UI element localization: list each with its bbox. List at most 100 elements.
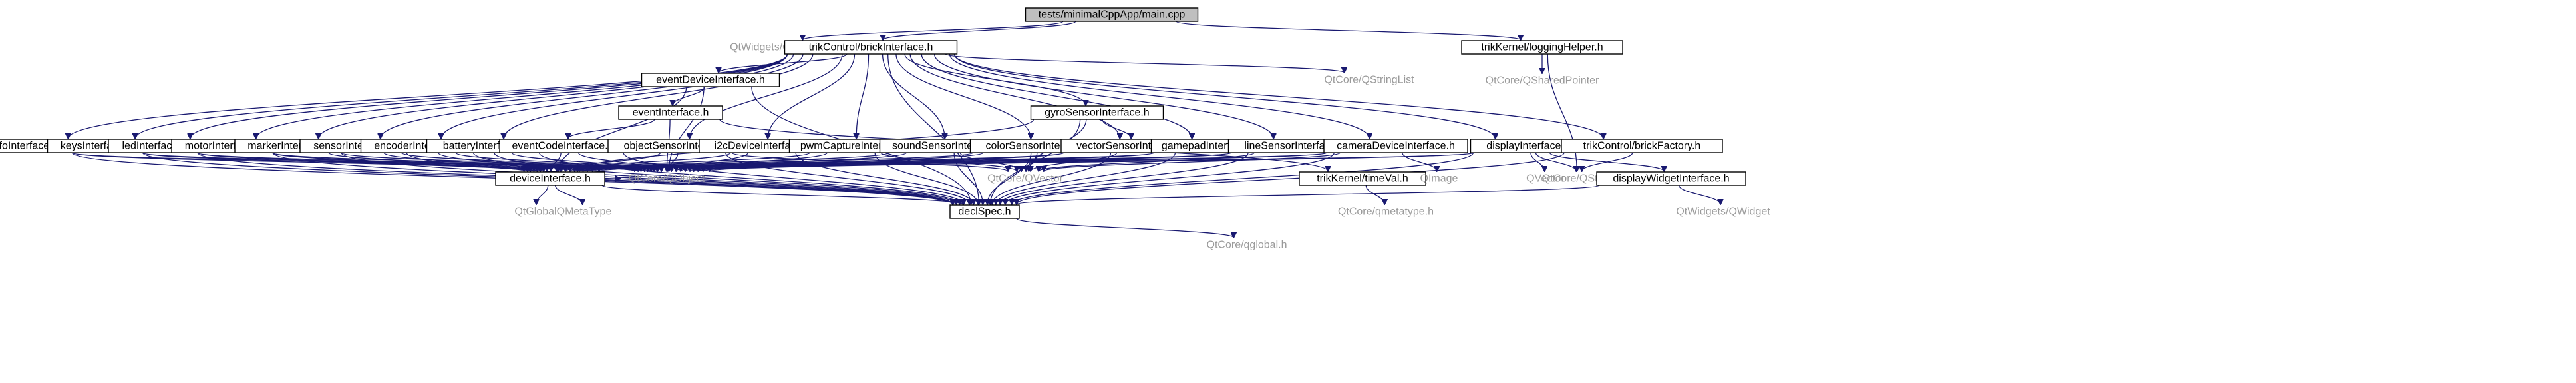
edge-display-to-declspec — [1012, 152, 1474, 204]
edge-brick-to-encoder — [441, 53, 804, 139]
edge-brick-to-declspec — [887, 53, 979, 204]
node-display[interactable]: displayInterface.h — [1470, 139, 1587, 153]
node-box-main — [1025, 7, 1199, 22]
node-label-qwidget: QtWidgets/QWidget — [1676, 206, 1770, 218]
node-box-timeval — [1299, 171, 1426, 186]
edge-battery-to-declspec — [538, 152, 960, 204]
node-box-gyro — [1030, 105, 1164, 120]
node-label-line: lineSensorInterface.h — [1244, 141, 1345, 152]
edge-camera-to-qvector — [1044, 152, 1341, 171]
edge-brick-to-battery — [504, 53, 814, 139]
node-qobject[interactable]: QtCore/QObject — [621, 172, 713, 185]
edge-main-to-qapp — [802, 21, 1064, 40]
edge-timeval-to-qcoremetatype — [1365, 185, 1384, 204]
edge-battery-to-qobject — [511, 152, 657, 171]
edge-vector-to-deviceif — [579, 152, 1064, 171]
node-label-qvector: QtCore/QVector — [987, 173, 1063, 185]
edge-displaywidget-to-declspec — [1017, 185, 1600, 204]
edge-brick-to-vector — [909, 53, 1120, 139]
edge-loghelper-to-qstring — [1547, 53, 1577, 171]
node-label-gyro: gyroSensorInterface.h — [1045, 107, 1149, 119]
node-box-declspec — [949, 204, 1020, 219]
node-label-timeval: trikKernel/timeVal.h — [1317, 173, 1408, 185]
node-label-eventcode: eventCodeInterface.h — [512, 141, 614, 152]
edge-main-to-loghelper — [1176, 21, 1521, 40]
edge-brick-to-display — [953, 53, 1496, 139]
node-main[interactable]: tests/minimalCppApp/main.cpp — [1025, 7, 1199, 22]
node-qsharedptr[interactable]: QtCore/QSharedPointer — [1476, 74, 1609, 87]
edge-brick-to-qstringlist — [945, 53, 1344, 73]
edge-encoder-to-declspec — [472, 152, 957, 204]
edge-led-to-deviceif — [197, 152, 530, 171]
node-label-fifo: fifoInterface.h — [0, 141, 58, 152]
edge-marker-to-deviceif — [328, 152, 538, 171]
edge-display-to-qobject — [710, 152, 1474, 171]
node-brick[interactable]: trikControl/brickInterface.h — [784, 40, 958, 55]
edge-sensor-to-deviceif — [383, 152, 540, 171]
node-qimage[interactable]: QImage — [1416, 172, 1462, 185]
edge-brickfactory-to-declspec — [1017, 152, 1565, 204]
node-box-brickfactory — [1561, 139, 1723, 153]
node-label-qvector2: QVector — [1526, 173, 1565, 185]
node-box-camera — [1323, 139, 1468, 153]
edge-declspec-to-qglobalh — [1016, 218, 1233, 238]
edge-brick-to-sensor — [381, 53, 794, 139]
edge-brick-to-objsensor — [689, 53, 843, 139]
node-qtglobal[interactable]: QtGlobal — [507, 205, 565, 218]
node-displaywidget[interactable]: displayWidgetInterface.h — [1596, 171, 1746, 186]
node-deviceif[interactable]: deviceInterface.h — [495, 171, 605, 186]
node-label-qmetatype: QMetaType — [557, 206, 612, 218]
node-box-displaywidget — [1596, 171, 1746, 186]
edge-brick-to-sound — [882, 53, 945, 139]
edge-camera-to-declspec — [1005, 152, 1335, 204]
node-label-brick: trikControl/brickInterface.h — [809, 42, 933, 53]
node-label-qobject: QtCore/QObject — [629, 173, 705, 185]
edge-brick-to-camera — [949, 53, 1369, 139]
edge-marker-to-declspec — [341, 152, 953, 204]
edge-brick-to-i2c — [768, 53, 856, 139]
node-box-deviceif — [495, 171, 605, 186]
node-gyro[interactable]: gyroSensorInterface.h — [1030, 105, 1164, 120]
node-label-i2c: i2cDeviceInterface.h — [715, 141, 811, 152]
node-label-event: eventInterface.h — [633, 107, 709, 119]
node-label-qstringlist: QtCore/QStringList — [1324, 75, 1414, 86]
node-brickfactory[interactable]: trikControl/brickFactory.h — [1561, 139, 1723, 153]
edge-eventdevice-to-deviceif — [558, 86, 687, 171]
node-loghelper[interactable]: trikKernel/loggingHelper.h — [1461, 40, 1623, 55]
node-event[interactable]: eventInterface.h — [618, 105, 723, 120]
edge-objsensor-to-declspec — [725, 152, 969, 204]
node-eventdevice[interactable]: eventDeviceInterface.h — [641, 73, 780, 87]
node-declspec[interactable]: declSpec.h — [949, 204, 1020, 219]
node-label-qtglobal: QtGlobal — [514, 206, 556, 218]
node-eventcode[interactable]: eventCodeInterface.h — [499, 139, 627, 153]
edge-motor-to-deviceif — [272, 152, 534, 171]
edge-line-to-qvector — [1039, 152, 1255, 171]
node-label-led: ledInterface.h — [122, 141, 187, 152]
node-qglobalh[interactable]: QtCore/qglobal.h — [1195, 238, 1299, 252]
node-layer: tests/minimalCppApp/main.cppQtWidgets/QA… — [0, 7, 1778, 252]
node-qcoremetatype[interactable]: QtCore/qmetatype.h — [1329, 205, 1444, 218]
node-label-camera: cameraDeviceInterface.h — [1337, 141, 1455, 152]
node-qwidget[interactable]: QtWidgets/QWidget — [1669, 205, 1778, 218]
node-label-qsharedptr: QtCore/QSharedPointer — [1486, 75, 1599, 87]
edge-event-to-eventcode — [568, 119, 655, 139]
node-label-eventdevice: eventDeviceInterface.h — [656, 75, 765, 86]
node-qvector[interactable]: QtCore/QVector — [979, 172, 1071, 185]
node-camera[interactable]: cameraDeviceInterface.h — [1323, 139, 1468, 153]
node-qmetatype[interactable]: QMetaType — [553, 205, 616, 218]
edge-deviceif-to-qtglobal — [536, 185, 549, 204]
node-timeval[interactable]: trikKernel/timeVal.h — [1299, 171, 1426, 186]
node-box-brick — [784, 40, 958, 55]
node-qstringlist[interactable]: QtCore/QStringList — [1312, 73, 1427, 87]
edge-brick-to-fifo — [69, 53, 788, 139]
edge-deviceif-to-declspec — [601, 185, 963, 204]
edge-brick-to-pwm — [856, 53, 870, 139]
edge-brick-to-line — [933, 53, 1274, 139]
node-qvector2[interactable]: QVector — [1520, 172, 1571, 185]
edge-main-to-brick — [883, 21, 1076, 40]
node-box-loghelper — [1461, 40, 1623, 55]
edge-eventdevice-to-qobject — [669, 86, 705, 171]
edge-brick-to-motor — [256, 53, 788, 139]
edge-brick-to-led — [190, 53, 788, 139]
